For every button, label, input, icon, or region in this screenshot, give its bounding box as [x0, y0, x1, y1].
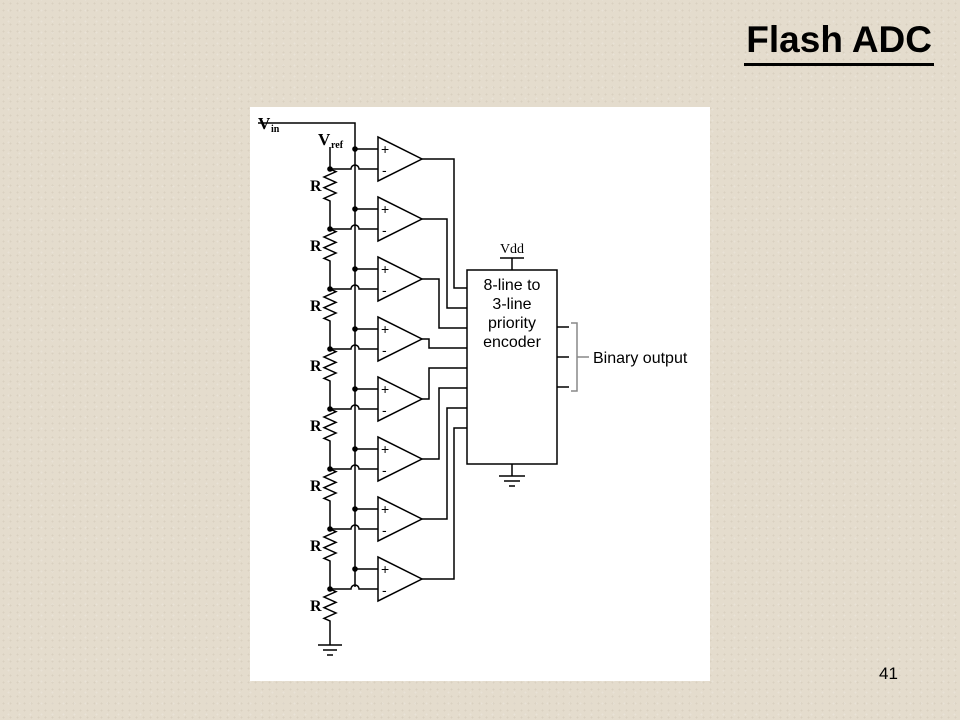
- resistor-label: R: [310, 598, 322, 615]
- vin-junction: [352, 506, 358, 512]
- resistor: [322, 575, 338, 635]
- resistor: [322, 455, 338, 515]
- static-wiring: [258, 122, 589, 656]
- ref-input-wire: [330, 524, 378, 530]
- resistor-label: R: [310, 358, 322, 375]
- comparator-plus: +: [381, 321, 389, 337]
- vin-subscript: in: [271, 124, 280, 135]
- comparator: [377, 135, 424, 183]
- encoder-label-line: priority: [488, 315, 536, 332]
- encoder-label-line: 8-line to: [484, 277, 541, 294]
- comparator-minus: -: [382, 162, 387, 178]
- ref-input-wire: [330, 284, 378, 290]
- comparator-output-wire: [422, 158, 467, 289]
- resistor: [322, 335, 338, 395]
- ref-input-wire: [330, 464, 378, 470]
- comparator-plus: +: [381, 561, 389, 577]
- comparator: [377, 435, 424, 483]
- resistor: [322, 275, 338, 335]
- vin-bus: [258, 122, 356, 587]
- resistor-label: R: [310, 298, 322, 315]
- vin-junction: [352, 146, 358, 152]
- ref-input-wire: [330, 344, 378, 350]
- vdd-supply-lead: [500, 257, 524, 270]
- resistor-label: R: [310, 238, 322, 255]
- vref-label: V: [318, 130, 331, 149]
- comparator-minus: -: [382, 282, 387, 298]
- comparator-bank: + - + - + - + - + - + - + - + -: [377, 135, 424, 603]
- resistor-label: R: [310, 478, 322, 495]
- comparator-minus: -: [382, 522, 387, 538]
- encoder-label-line: 3-line: [492, 296, 531, 313]
- resistor-label: R: [310, 418, 322, 435]
- resistor-label: R: [310, 178, 322, 195]
- vin-junction: [352, 266, 358, 272]
- resistor: [322, 515, 338, 575]
- ref-input-wire: [330, 404, 378, 410]
- comparator-minus: -: [382, 222, 387, 238]
- encoder-label-line: encoder: [483, 334, 541, 351]
- resistor-label: R: [310, 538, 322, 555]
- resistor-ladder: R R R R R R R R: [310, 155, 338, 635]
- comparator-output-wire: [422, 278, 467, 329]
- comparator-plus: +: [381, 201, 389, 217]
- comparator-output-wire: [422, 367, 467, 400]
- comparator-plus: +: [381, 381, 389, 397]
- comparator: [377, 255, 424, 303]
- comparator-output-wire: [422, 387, 467, 460]
- vref-subscript: ref: [331, 140, 344, 151]
- comparator-output-wire: [422, 218, 467, 309]
- ref-input-wire: [330, 224, 378, 230]
- encoder-ground-symbol: [499, 475, 525, 487]
- comparator-output-wire: [422, 427, 467, 580]
- ref-input-wire: [330, 164, 378, 170]
- comparator: [377, 375, 424, 423]
- vin-junction: [352, 446, 358, 452]
- vin-junction: [352, 326, 358, 332]
- comparator: [377, 555, 424, 603]
- resistor: [322, 155, 338, 215]
- vdd-label: Vdd: [500, 242, 524, 257]
- ref-input-wire: [330, 584, 378, 590]
- comparator: [377, 195, 424, 243]
- binary-output-label: Binary output: [593, 350, 688, 367]
- comparator-plus: +: [381, 141, 389, 157]
- comparator-output-wire: [422, 338, 467, 349]
- vin-junction: [352, 566, 358, 572]
- comparator-output-wire: [422, 407, 467, 520]
- comparator-minus: -: [382, 462, 387, 478]
- vin-junction: [352, 206, 358, 212]
- vin-label: V: [258, 114, 271, 133]
- comparator-minus: -: [382, 582, 387, 598]
- slide-title: Flash ADC: [744, 18, 934, 66]
- comparator: [377, 495, 424, 543]
- comparator-plus: +: [381, 441, 389, 457]
- comparator-minus: -: [382, 402, 387, 418]
- output-bracket: [571, 322, 578, 392]
- page-number: 41: [879, 664, 898, 683]
- comparator-minus: -: [382, 342, 387, 358]
- comparator: [377, 315, 424, 363]
- ground-symbol: [318, 644, 342, 656]
- comparator-plus: +: [381, 261, 389, 277]
- vin-junction: [352, 386, 358, 392]
- comparator-plus: +: [381, 501, 389, 517]
- resistor: [322, 395, 338, 455]
- resistor: [322, 215, 338, 275]
